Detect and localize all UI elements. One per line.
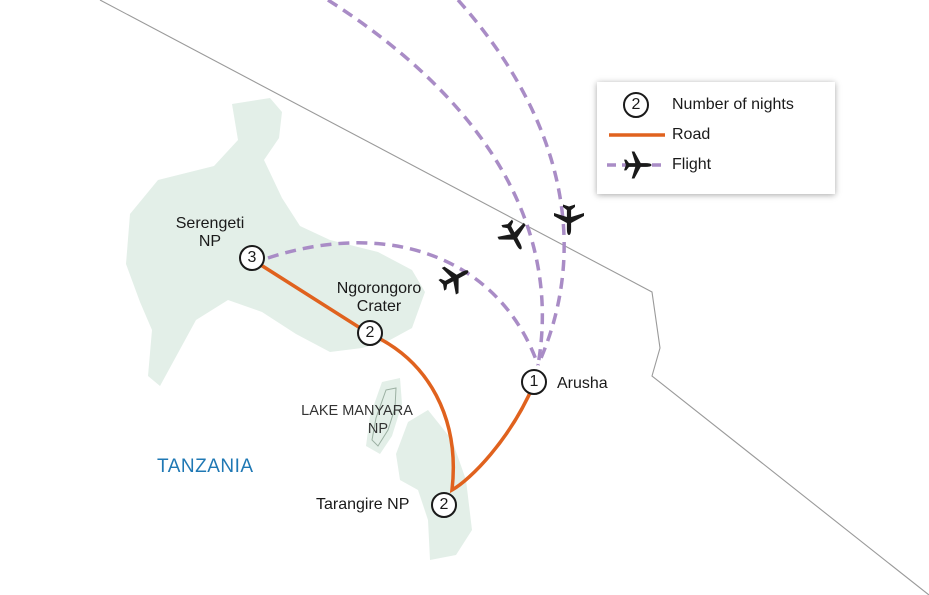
legend-flight-swatch xyxy=(607,151,667,179)
tarangire-nights-badge: 2 xyxy=(431,492,457,518)
ngorongoro-label-line2: Crater xyxy=(356,298,402,315)
ngorongoro-nights-badge: 2 xyxy=(357,320,383,346)
lake-manyara-label-line1: LAKE MANYARA xyxy=(301,403,413,419)
serengeti-label-line1: Serengeti xyxy=(175,215,245,232)
legend-nights-label: Number of nights xyxy=(672,96,794,113)
flight-route-international-1 xyxy=(327,0,545,366)
lake-manyara-label-line2: NP xyxy=(367,421,389,437)
tarangire-label: Tarangire NP xyxy=(316,496,410,513)
legend-road-swatch xyxy=(609,133,665,137)
flight-routes xyxy=(267,0,566,366)
ngorongoro-label: Ngorongoro Crater xyxy=(326,280,432,316)
arusha-label: Arusha xyxy=(557,375,608,392)
flight-route-international-2 xyxy=(456,0,566,366)
ngorongoro-label-line1: Ngorongoro xyxy=(336,280,422,297)
legend-row-road: Road xyxy=(597,122,835,148)
country-border xyxy=(99,0,929,595)
flight-route-serengeti-arusha xyxy=(267,241,540,366)
country-label: TANZANIA xyxy=(157,456,254,477)
plane-icon xyxy=(493,215,535,257)
road-route xyxy=(251,258,536,494)
legend-flight-label: Flight xyxy=(672,156,712,173)
lake-manyara-park-area xyxy=(366,378,402,454)
legend-row-nights: 2 Number of nights xyxy=(597,92,835,118)
arusha-nights-badge: 1 xyxy=(521,369,547,395)
serengeti-label: Serengeti NP xyxy=(170,215,250,251)
legend-row-flight: Flight xyxy=(597,151,835,179)
map-legend: 2 Number of nights Road Flight xyxy=(597,82,835,194)
legend-road-label: Road xyxy=(672,126,711,143)
plane-icon xyxy=(434,257,476,299)
serengeti-nights-badge: 3 xyxy=(239,245,265,271)
legend-nights-badge: 2 xyxy=(623,92,649,118)
serengeti-label-line2: NP xyxy=(198,233,222,250)
plane-icon xyxy=(624,151,652,179)
lake-manyara-water xyxy=(371,387,397,447)
lake-manyara-label: LAKE MANYARA NP xyxy=(292,402,422,438)
plane-icon xyxy=(554,204,584,235)
serengeti-park-area xyxy=(126,98,425,386)
